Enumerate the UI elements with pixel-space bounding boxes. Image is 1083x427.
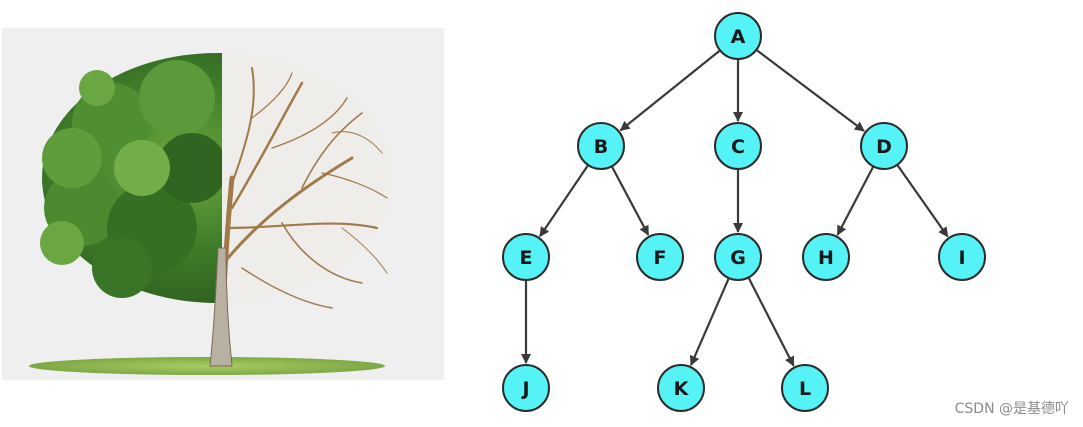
node-d: D [860, 122, 908, 170]
node-circle [714, 12, 762, 60]
trunk [209, 247, 233, 367]
node-label: G [730, 247, 746, 269]
node-circle [714, 122, 762, 170]
node-c: C [714, 122, 762, 170]
node-circle [502, 233, 550, 281]
node-i: I [938, 233, 986, 281]
tree-illustration [2, 28, 444, 380]
edge-g-k [689, 278, 730, 366]
node-label: B [594, 136, 608, 158]
node-circle [577, 122, 625, 170]
edge-d-h [836, 166, 874, 236]
node-circle [781, 364, 829, 412]
node-b: B [577, 122, 625, 170]
edge-g-l [747, 277, 795, 367]
foliage-half [40, 53, 222, 303]
edge-a-d [756, 49, 865, 132]
node-label: I [958, 247, 965, 269]
node-label: L [799, 378, 811, 400]
node-label: J [520, 378, 529, 400]
node-circle [657, 364, 705, 412]
node-circle [938, 233, 986, 281]
edge-a-b [619, 50, 720, 132]
edge-b-e [539, 165, 589, 238]
node-label: E [520, 247, 533, 269]
node-label: A [731, 26, 746, 48]
node-j: J [502, 364, 550, 412]
node-label: F [654, 247, 667, 269]
node-label: K [674, 378, 690, 400]
node-circle [636, 233, 684, 281]
node-circle [714, 233, 762, 281]
edge-d-i [896, 165, 949, 238]
grass [29, 357, 385, 375]
edges-layer [521, 49, 949, 367]
node-circle [502, 364, 550, 412]
node-h: H [802, 233, 850, 281]
node-g: G [714, 233, 762, 281]
node-e: E [502, 233, 550, 281]
node-label: D [876, 136, 892, 158]
node-f: F [636, 233, 684, 281]
watermark: CSDN @是基德吖 [954, 401, 1069, 417]
node-a: A [714, 12, 762, 60]
node-k: K [657, 364, 705, 412]
node-l: L [781, 364, 829, 412]
node-circle [802, 233, 850, 281]
nodes-layer: A B C D E F G H I J K L [502, 12, 986, 412]
node-circle [860, 122, 908, 170]
node-label: H [818, 247, 834, 269]
edge-b-f [611, 166, 650, 236]
node-label: C [731, 136, 745, 158]
